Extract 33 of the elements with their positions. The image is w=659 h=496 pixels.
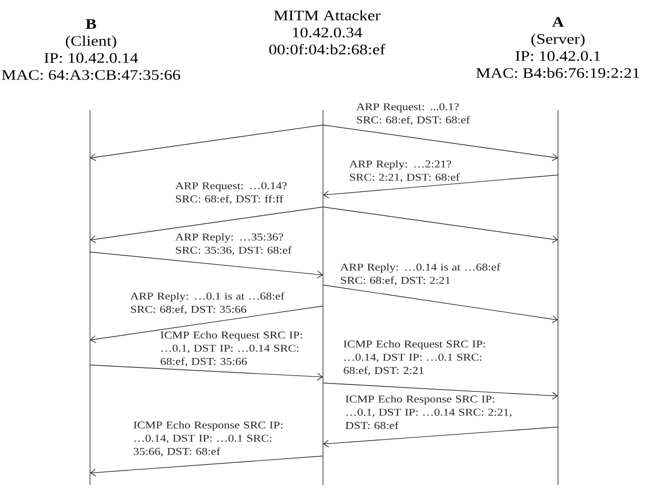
message-label: ICMP Echo Request SRC IP: …0.1, DST IP: …0.14 SRC: 68:ef, DST: 35:66 — [160, 331, 302, 366]
participant-header: MITM Attacker 10.42.0.34 00:0f:04:b2:68:ef — [269, 10, 386, 54]
participant-header: B (Client) IP: 10.42.0.14 MAC: 64:A3:CB:47:35:66 — [2, 19, 180, 80]
message-label: ICMP Echo Request SRC IP: …0.14, DST IP: …0.1 SRC: 68:ef, DST: 2:21 — [344, 340, 485, 376]
message-label: ARP Reply: …2:21? SRC: 2:21, DST: 68:ef — [349, 160, 460, 182]
node-label: (Server) — [531, 34, 585, 47]
message-arrow — [322, 206, 558, 244]
message-arrow — [323, 174, 558, 198]
message-label: ARP Reply: …0.1 is at …68:ef SRC: 68:ef, DST: 35:66 — [130, 292, 284, 314]
message-arrow — [90, 206, 324, 244]
message-arrow — [322, 284, 558, 323]
node-label: MAC: B4:b6:76:19:2:21 — [476, 68, 640, 78]
node-label: MAC: 64:A3:CB:47:35:66 — [2, 70, 180, 80]
message-arrow — [90, 456, 324, 476]
message-arrow — [90, 124, 324, 162]
node-label: IP: 10.42.0.14 — [44, 53, 138, 63]
node-label: B — [86, 19, 96, 29]
message-arrow — [322, 124, 558, 162]
node-label: IP: 10.42.0.1 — [516, 51, 600, 61]
participant-header: A (Server) IP: 10.42.0.1 MAC: B4:b6:76:19:2:21 — [476, 17, 640, 78]
message-arrow — [322, 382, 558, 400]
message-label: ARP Reply: …0.14 is at …68:ef SRC: 68:ef, DST: 2:21 — [340, 263, 500, 286]
node-label: (Client) — [66, 36, 116, 49]
message-label: ARP Request: ...0.1? SRC: 68:ef, DST: 68:ef — [356, 103, 470, 125]
message-arrow — [90, 364, 323, 381]
message-label: ARP Reply: …35:36? SRC: 35:36, DST: 68:ef — [175, 233, 292, 256]
message-label: ARP Request: …0.14? SRC: 68:ef, DST: ff:ff — [175, 182, 287, 204]
message-arrow — [323, 426, 558, 448]
message-label: ICMP Echo Response SRC IP: …0.1, DST IP: …0.14 SRC: 2:21, DST: 68:ef — [346, 395, 512, 429]
message-arrow — [90, 252, 323, 278]
message-label: ICMP Echo Response SRC IP: …0.14, DST IP: …0.1 SRC: 35:66, DST: 68:ef — [134, 421, 282, 456]
node-label: A — [552, 17, 564, 27]
message-arrow — [90, 306, 324, 343]
